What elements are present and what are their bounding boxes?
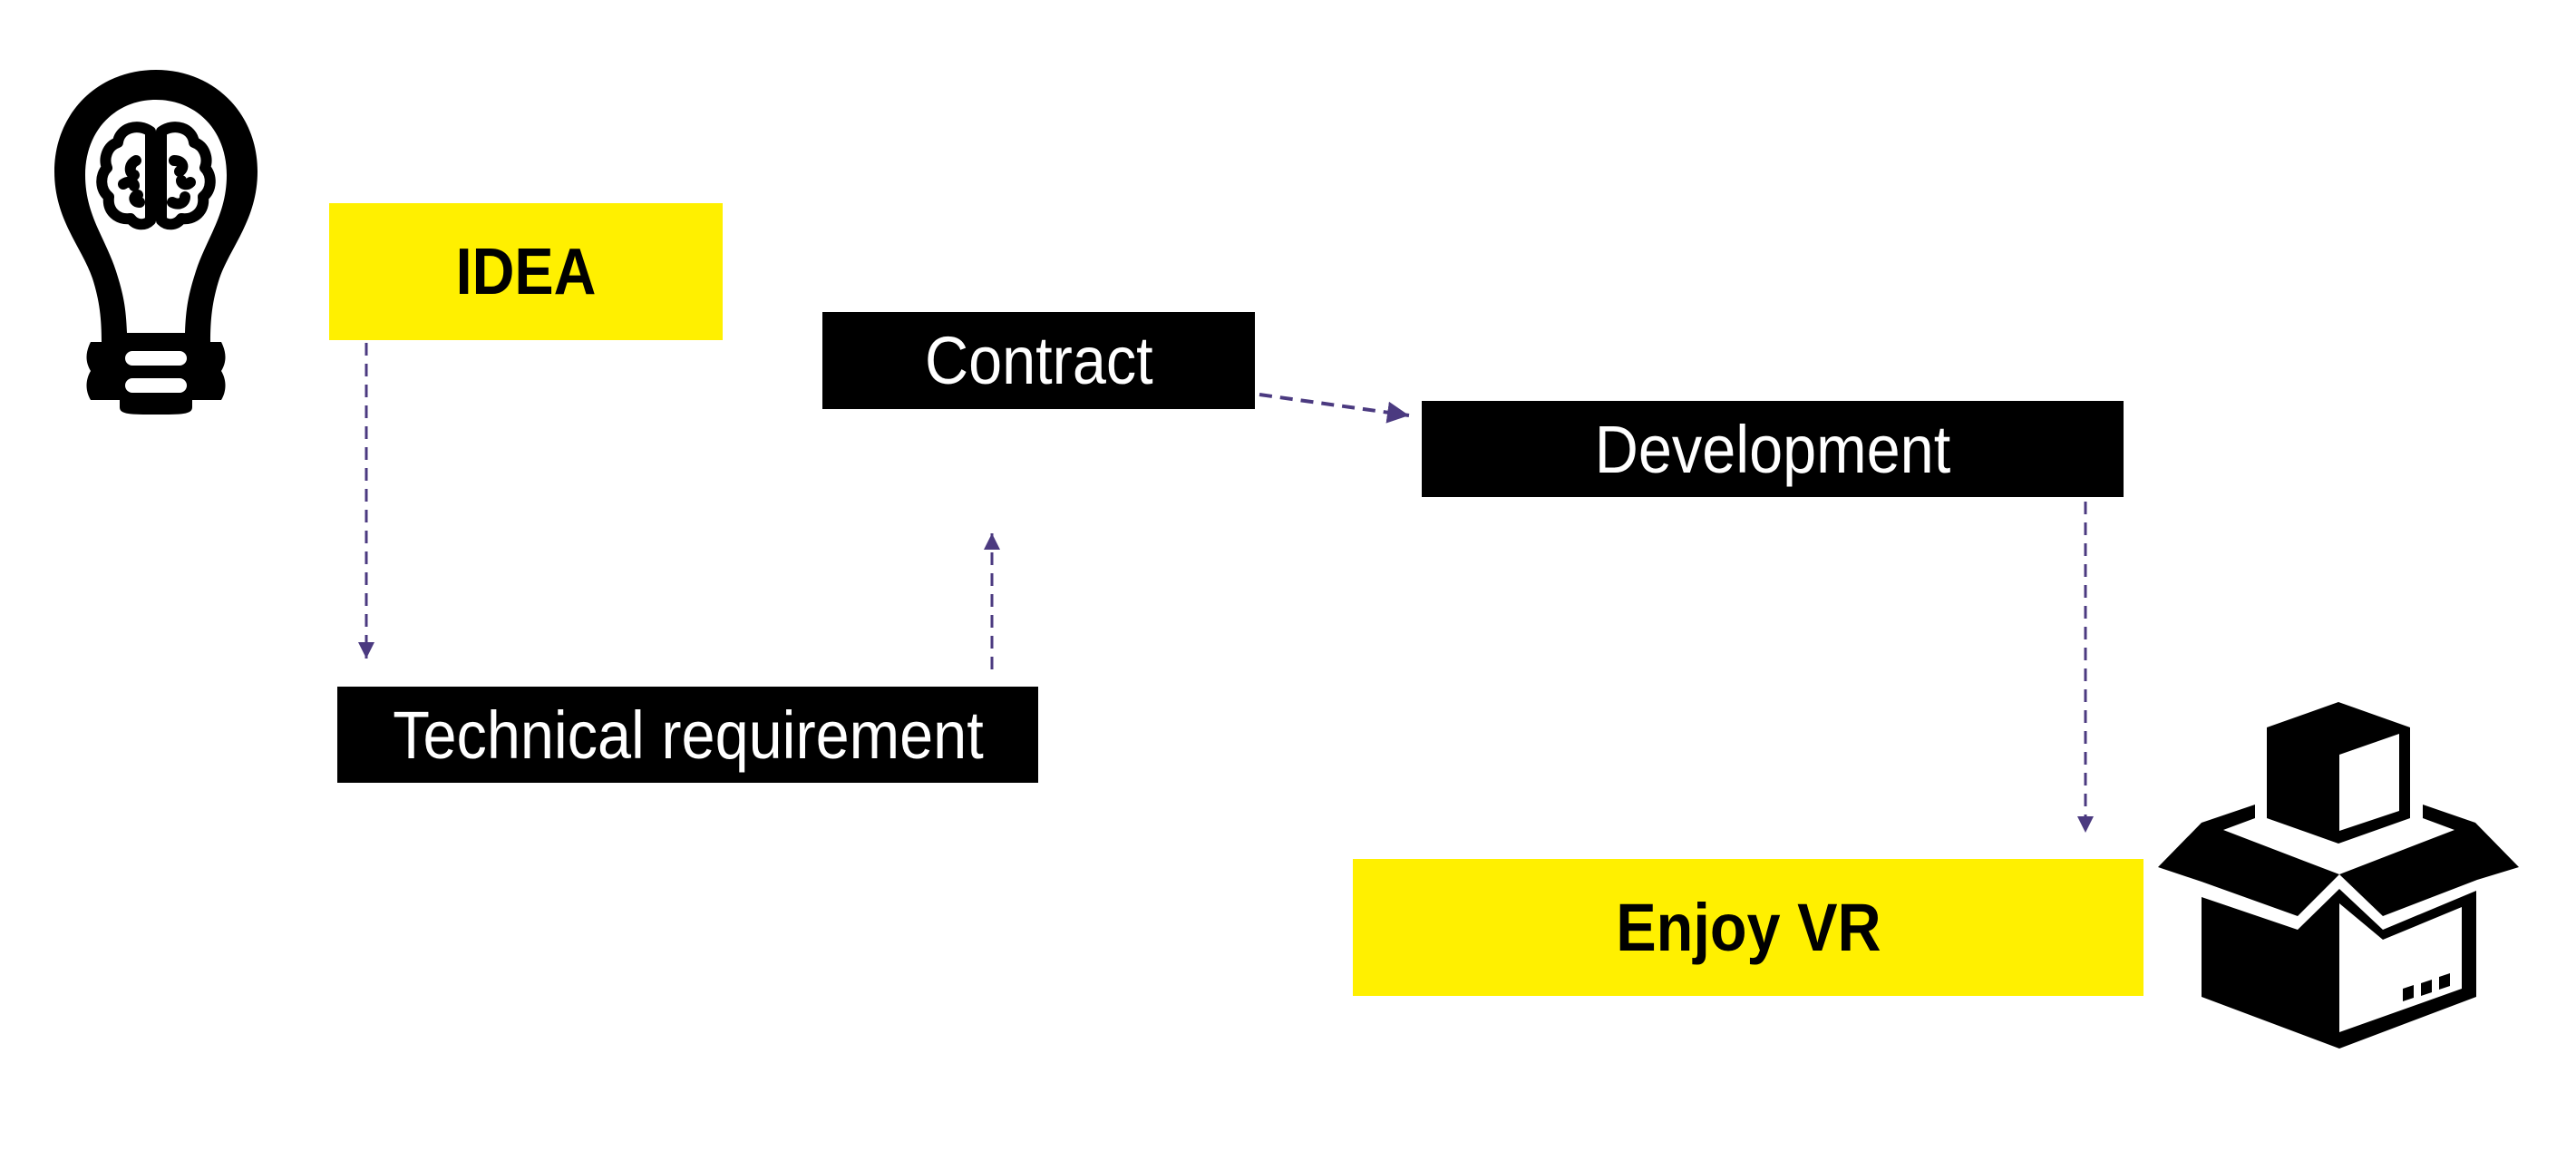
development-label: Development bbox=[1594, 411, 1951, 487]
technical-requirement-node: Technical requirement bbox=[337, 687, 1038, 783]
lightbulb-brain-icon bbox=[54, 70, 258, 415]
enjoy-vr-node: Enjoy VR bbox=[1353, 859, 2143, 996]
technical-requirement-label: Technical requirement bbox=[392, 697, 984, 773]
contract-label: Contract bbox=[924, 323, 1153, 398]
arrow-contract-to-development bbox=[1259, 393, 1410, 424]
contract-node: Contract bbox=[822, 312, 1255, 409]
idea-label: IDEA bbox=[455, 235, 597, 308]
idea-node: IDEA bbox=[329, 203, 723, 340]
development-node: Development bbox=[1422, 401, 2124, 497]
enjoy-vr-label: Enjoy VR bbox=[1615, 890, 1881, 965]
open-box-package-icon bbox=[2158, 702, 2519, 1049]
